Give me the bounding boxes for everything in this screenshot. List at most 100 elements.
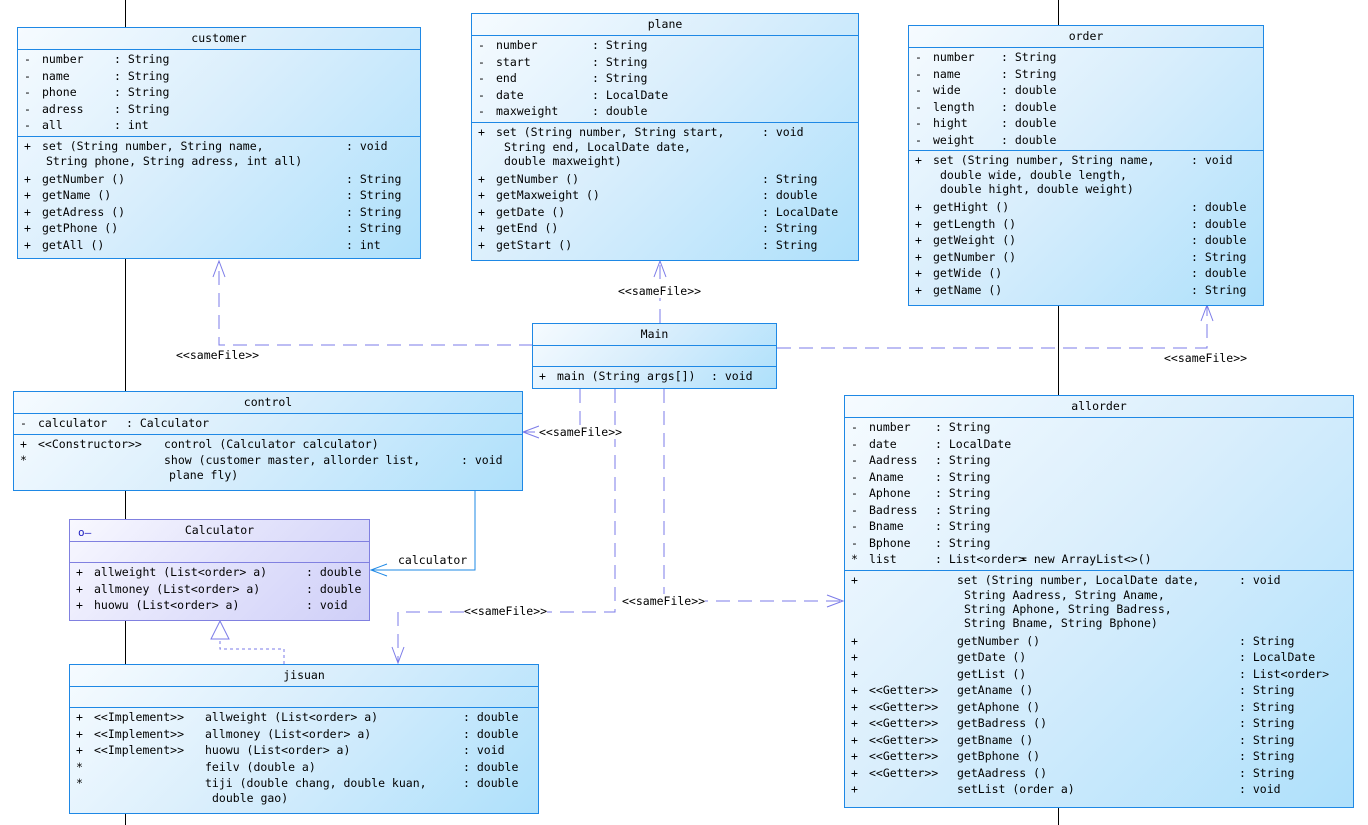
method-row[interactable]: +getEnd (): String	[472, 220, 858, 237]
method-row[interactable]: +set (String number, String start,: void…	[472, 124, 858, 171]
attribute-row[interactable]: -number: String	[845, 419, 1353, 436]
method-row[interactable]: +getNumber (): String	[909, 249, 1263, 266]
attribute-row[interactable]: *list: List<order>= new ArrayList<>()	[845, 551, 1353, 568]
class-customer[interactable]: customer -number: String-name: String-ph…	[17, 27, 421, 259]
attribute-row[interactable]: -hight: double	[909, 115, 1263, 132]
attribute-type: : String	[114, 101, 170, 116]
attribute-row[interactable]: -number: String	[18, 51, 420, 68]
method-signature: main (String args[])	[557, 369, 696, 383]
method-row[interactable]: +huowu (List<order> a): void	[70, 597, 369, 614]
method-row[interactable]: +getAll (): int	[18, 237, 420, 254]
attribute-row[interactable]: -wide: double	[909, 82, 1263, 99]
attribute-row[interactable]: -number: String	[909, 49, 1263, 66]
method-row[interactable]: *show (customer master, allorder list,: …	[14, 452, 522, 485]
method-signature-continuation: String Aadress, String Aname, String Aph…	[964, 587, 1172, 630]
class-plane[interactable]: plane -number: String-start: String-end:…	[471, 13, 859, 261]
method-signature: allweight (List<order> a)	[205, 710, 379, 724]
method-row[interactable]: +getHight (): double	[909, 199, 1263, 216]
attribute-type: : int	[114, 118, 149, 132]
method-row[interactable]: +setList (order a): void	[845, 781, 1353, 798]
method-row[interactable]: +<<Getter>>getBname (): String	[845, 732, 1353, 749]
method-row[interactable]: +getPhone (): String	[18, 220, 420, 237]
attribute-row[interactable]: -date: LocalDate	[472, 87, 858, 104]
method-row[interactable]: +main (String args[]): void	[533, 368, 776, 385]
dep-main-allorder	[663, 389, 843, 602]
attribute-type: : LocalDate	[592, 87, 669, 102]
attribute-row[interactable]: -adress: String	[18, 101, 420, 118]
method-row[interactable]: +getWide (): double	[909, 265, 1263, 282]
visibility-marker: +	[851, 716, 858, 730]
method-row[interactable]: +getStart (): String	[472, 237, 858, 254]
arrowhead-jisuan	[391, 646, 405, 665]
method-row[interactable]: +<<Getter>>getBphone (): String	[845, 748, 1353, 765]
attribute-row[interactable]: -date: LocalDate	[845, 436, 1353, 453]
method-row[interactable]: +<<Getter>>getAadress (): String	[845, 765, 1353, 782]
return-type: : double	[1191, 216, 1247, 231]
method-row[interactable]: +getName (): String	[909, 282, 1263, 299]
visibility-marker: *	[76, 759, 83, 774]
method-row[interactable]: *tiji (double chang, double kuan,: doubl…	[70, 775, 538, 808]
class-allorder[interactable]: allorder -number: String-date: LocalDate…	[844, 395, 1354, 808]
attribute-row[interactable]: -number: String	[472, 37, 858, 54]
method-row[interactable]: +<<Getter>>getAphone (): String	[845, 699, 1353, 716]
class-title: plane	[472, 14, 858, 36]
method-row[interactable]: +getNumber (): String	[18, 171, 420, 188]
method-row[interactable]: +<<Getter>>getAname (): String	[845, 682, 1353, 699]
attribute-row[interactable]: -name: String	[909, 66, 1263, 83]
attributes-section: -number: String-name: String-phone: Stri…	[18, 50, 420, 137]
method-row[interactable]: +getMaxweight (): double	[472, 187, 858, 204]
attribute-row[interactable]: -maxweight: double	[472, 103, 858, 120]
attribute-row[interactable]: -start: String	[472, 54, 858, 71]
method-signature: set (String number, String name,	[933, 153, 1155, 167]
attribute-name: name	[933, 66, 961, 81]
method-row[interactable]: +set (String number, LocalDate date,: vo…	[845, 572, 1353, 633]
return-type: : String	[1239, 716, 1295, 730]
attribute-row[interactable]: -Aname: String	[845, 469, 1353, 486]
visibility-marker: +	[915, 282, 922, 297]
method-row[interactable]: +<<Implement>>huowu (List<order> a): voi…	[70, 742, 538, 759]
method-row[interactable]: +getNumber (): String	[845, 633, 1353, 650]
method-row[interactable]: +getList (): List<order>	[845, 666, 1353, 683]
method-row[interactable]: +allmoney (List<order> a): double	[70, 581, 369, 598]
method-row[interactable]: +<<Getter>>getBadress (): String	[845, 715, 1353, 732]
method-row[interactable]: +getWeight (): double	[909, 232, 1263, 249]
class-main[interactable]: Main +main (String args[]): void	[532, 323, 777, 389]
visibility-marker: -	[478, 71, 485, 85]
attribute-row[interactable]: -calculator: Calculator	[14, 415, 522, 432]
method-row[interactable]: +getDate (): LocalDate	[845, 649, 1353, 666]
attribute-row[interactable]: -phone: String	[18, 84, 420, 101]
method-row[interactable]: +<<Constructor>>control (Calculator calc…	[14, 436, 522, 453]
method-row[interactable]: +getAdress (): String	[18, 204, 420, 221]
attribute-row[interactable]: -Badress: String	[845, 502, 1353, 519]
method-row[interactable]: +getNumber (): String	[472, 171, 858, 188]
attribute-row[interactable]: -Bphone: String	[845, 535, 1353, 552]
method-row[interactable]: +<<Implement>>allweight (List<order> a):…	[70, 709, 538, 726]
attribute-row[interactable]: -all: int	[18, 117, 420, 134]
method-signature: control (Calculator calculator)	[164, 436, 379, 451]
method-signature: getBname ()	[957, 732, 1034, 747]
return-type: : String	[1239, 683, 1295, 697]
method-row[interactable]: +getLength (): double	[909, 216, 1263, 233]
attributes-section: -number: String-name: String-wide: doubl…	[909, 48, 1263, 151]
attribute-row[interactable]: -length: double	[909, 99, 1263, 116]
attribute-row[interactable]: -name: String	[18, 68, 420, 85]
method-row[interactable]: *feilv (double a): double	[70, 759, 538, 776]
method-row[interactable]: +<<Implement>>allmoney (List<order> a): …	[70, 726, 538, 743]
visibility-marker: -	[851, 453, 858, 467]
attribute-row[interactable]: -Aphone: String	[845, 485, 1353, 502]
attribute-row[interactable]: -Bname: String	[845, 518, 1353, 535]
attribute-type: : String	[935, 502, 991, 517]
interface-calculator[interactable]: o— Calculator +allweight (List<order> a)…	[69, 519, 370, 621]
attribute-row[interactable]: -weight: double	[909, 132, 1263, 149]
attribute-row[interactable]: -Aadress: String	[845, 452, 1353, 469]
method-row[interactable]: +getDate (): LocalDate	[472, 204, 858, 221]
method-row[interactable]: +getName (): String	[18, 187, 420, 204]
attribute-row[interactable]: -end: String	[472, 70, 858, 87]
class-order[interactable]: order -number: String-name: String-wide:…	[908, 25, 1264, 306]
return-type: : void	[1239, 782, 1281, 796]
class-control[interactable]: control -calculator: Calculator +<<Const…	[13, 391, 523, 491]
class-jisuan[interactable]: jisuan +<<Implement>>allweight (List<ord…	[69, 664, 539, 814]
method-row[interactable]: +allweight (List<order> a): double	[70, 564, 369, 581]
